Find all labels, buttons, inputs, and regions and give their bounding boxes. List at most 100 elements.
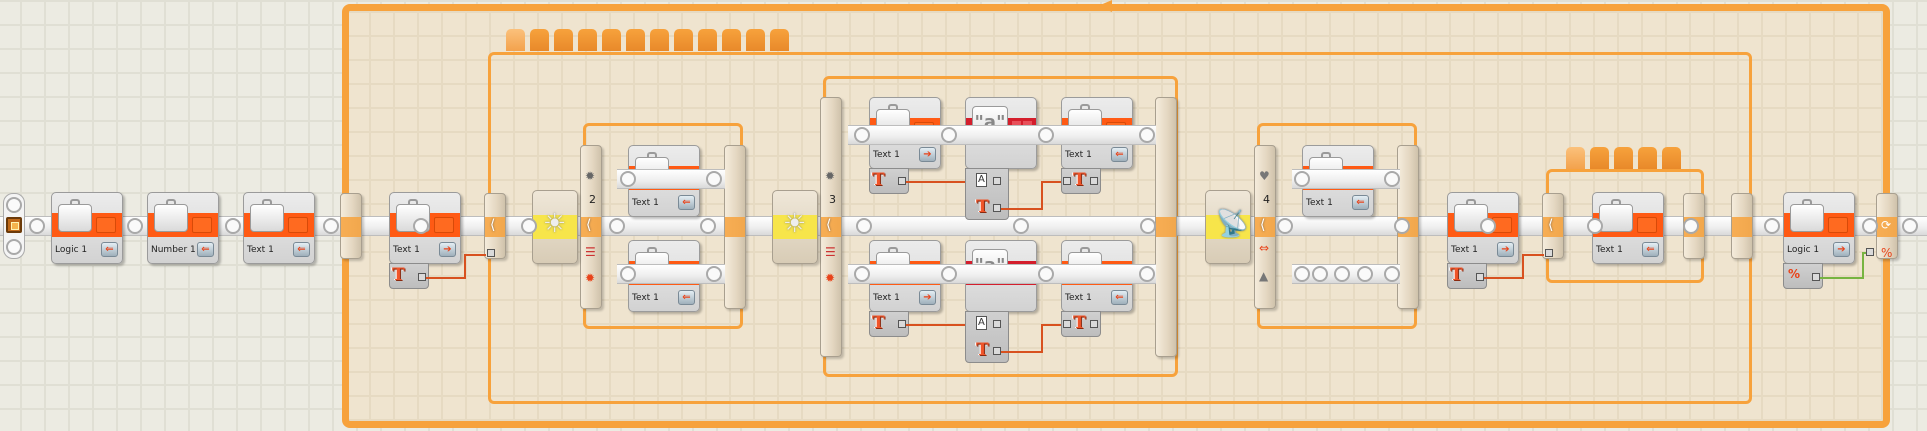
inner-switch-pillar[interactable] <box>1542 193 1564 259</box>
output-plug-icon <box>1828 217 1848 233</box>
text-data-wire <box>1522 254 1524 279</box>
data-plug[interactable] <box>898 320 906 328</box>
start-point-icon <box>6 217 22 233</box>
variable-block-b1[interactable]: Logic 1⇐ <box>51 192 123 264</box>
beam-hole <box>29 218 45 234</box>
middle-loop-tab <box>746 29 765 51</box>
compare-icon: ☰ <box>825 245 836 259</box>
port-number: 3 <box>829 193 836 206</box>
data-plug[interactable] <box>487 249 495 257</box>
beam-hole <box>521 218 537 234</box>
data-plug[interactable] <box>993 177 1001 185</box>
inner-loop-tab <box>1566 147 1585 169</box>
beam-hole <box>1312 266 1328 282</box>
sound-quiet-icon: ♥ <box>1259 169 1270 183</box>
middle-loop-tab <box>698 29 717 51</box>
middle-loop-end-pillar[interactable] <box>1731 193 1753 259</box>
sequence-beam <box>0 216 1927 236</box>
data-plug[interactable] <box>418 273 426 281</box>
beam-hole <box>323 218 339 234</box>
sound-sensor-4[interactable]: 📡 <box>1205 190 1251 264</box>
data-plug[interactable] <box>1063 177 1071 185</box>
sound-level-icon: ▲ <box>1259 269 1269 283</box>
beam-hole <box>620 266 636 282</box>
branch-beam <box>617 169 725 189</box>
text-data-wire <box>906 324 968 326</box>
beam-hole <box>856 218 872 234</box>
text-data-wire <box>1041 324 1043 353</box>
outer-loop-start-pillar[interactable] <box>340 193 362 259</box>
block-label: Logic 1 <box>55 245 88 255</box>
beam-slot <box>821 217 841 237</box>
beam-hole <box>225 218 241 234</box>
switch1-pillar[interactable] <box>484 193 506 259</box>
write-mode-icon: ⇐ <box>678 290 695 305</box>
text-type-icon: T <box>1073 170 1086 190</box>
beam-hole <box>127 218 143 234</box>
variable-block-inner_loop_write[interactable]: Text 1⇐ <box>1592 192 1664 264</box>
switch2-right-pillar[interactable] <box>724 145 746 309</box>
block-label: Text 1 <box>873 293 900 303</box>
compare-icon: ☰ <box>585 245 596 259</box>
beam-hole <box>1038 127 1054 143</box>
write-mode-icon: ⇐ <box>1352 195 1369 210</box>
block-label: Text 1 <box>873 150 900 160</box>
beam-hole <box>1139 127 1155 143</box>
data-plug[interactable] <box>898 177 906 185</box>
inner-loop-tab <box>1614 147 1633 169</box>
beam-hole <box>854 266 870 282</box>
text-data-wire <box>1001 208 1043 210</box>
beam-hole <box>413 218 429 234</box>
data-hub <box>965 168 1009 220</box>
output-plug-icon <box>434 217 454 233</box>
output-plug-icon <box>288 217 308 233</box>
beam-hole <box>1294 266 1310 282</box>
data-plug[interactable] <box>993 320 1001 328</box>
beam-slot <box>1877 217 1897 237</box>
variable-block-b3[interactable]: Text 1⇐ <box>243 192 315 264</box>
data-plug[interactable] <box>1812 273 1820 281</box>
variable-suitcase-icon <box>250 199 284 232</box>
light-off-icon: ✹ <box>585 169 596 183</box>
beam-hole <box>620 171 636 187</box>
text-type-icon: T <box>392 265 405 285</box>
branch-beam <box>1292 169 1400 189</box>
beam-hole <box>700 218 716 234</box>
data-plug[interactable] <box>1090 177 1098 185</box>
port-number: 4 <box>1263 193 1270 206</box>
text-type-icon: T <box>976 340 989 360</box>
switch3-left-pillar[interactable] <box>820 97 842 357</box>
data-plug[interactable] <box>1063 320 1071 328</box>
text-data-wire <box>1001 351 1043 353</box>
light-off-icon: ✹ <box>825 169 836 183</box>
beam-hole <box>1587 218 1603 234</box>
switch2-left-pillar[interactable] <box>580 145 602 309</box>
data-plug[interactable] <box>1866 248 1874 256</box>
light-sensor-3[interactable]: ☀ <box>772 190 818 264</box>
beam-slot <box>1156 217 1176 237</box>
variable-block-b_after_read[interactable]: Text 1➔ <box>1447 192 1519 264</box>
branch-beam <box>848 264 1156 284</box>
variable-block-final_logic[interactable]: Logic 1➔ <box>1783 192 1855 264</box>
variable-block-b2[interactable]: Number 1⇐ <box>147 192 219 264</box>
switch3-right-pillar[interactable] <box>1155 97 1177 357</box>
data-plug[interactable] <box>993 347 1001 355</box>
beam-hole <box>941 266 957 282</box>
data-plug[interactable] <box>1545 249 1553 257</box>
beam-hole <box>1902 218 1918 234</box>
switch4-left-pillar[interactable] <box>1254 145 1276 309</box>
data-plug[interactable] <box>1090 320 1098 328</box>
start-point[interactable] <box>3 193 25 259</box>
light-sensor-2[interactable]: ☀ <box>532 190 578 264</box>
data-plug[interactable] <box>993 204 1001 212</box>
middle-loop-tab <box>602 29 621 51</box>
write-mode-icon: ⇐ <box>678 195 695 210</box>
block-label: Text 1 <box>1451 245 1478 255</box>
variable-suitcase-icon <box>154 199 188 232</box>
text-a-plug-icon: A <box>976 173 987 187</box>
data-hub <box>965 311 1009 363</box>
variable-suitcase-icon <box>1790 199 1824 232</box>
data-plug[interactable] <box>1476 273 1484 281</box>
beam-hole <box>1480 218 1496 234</box>
sensor-band <box>773 215 817 239</box>
